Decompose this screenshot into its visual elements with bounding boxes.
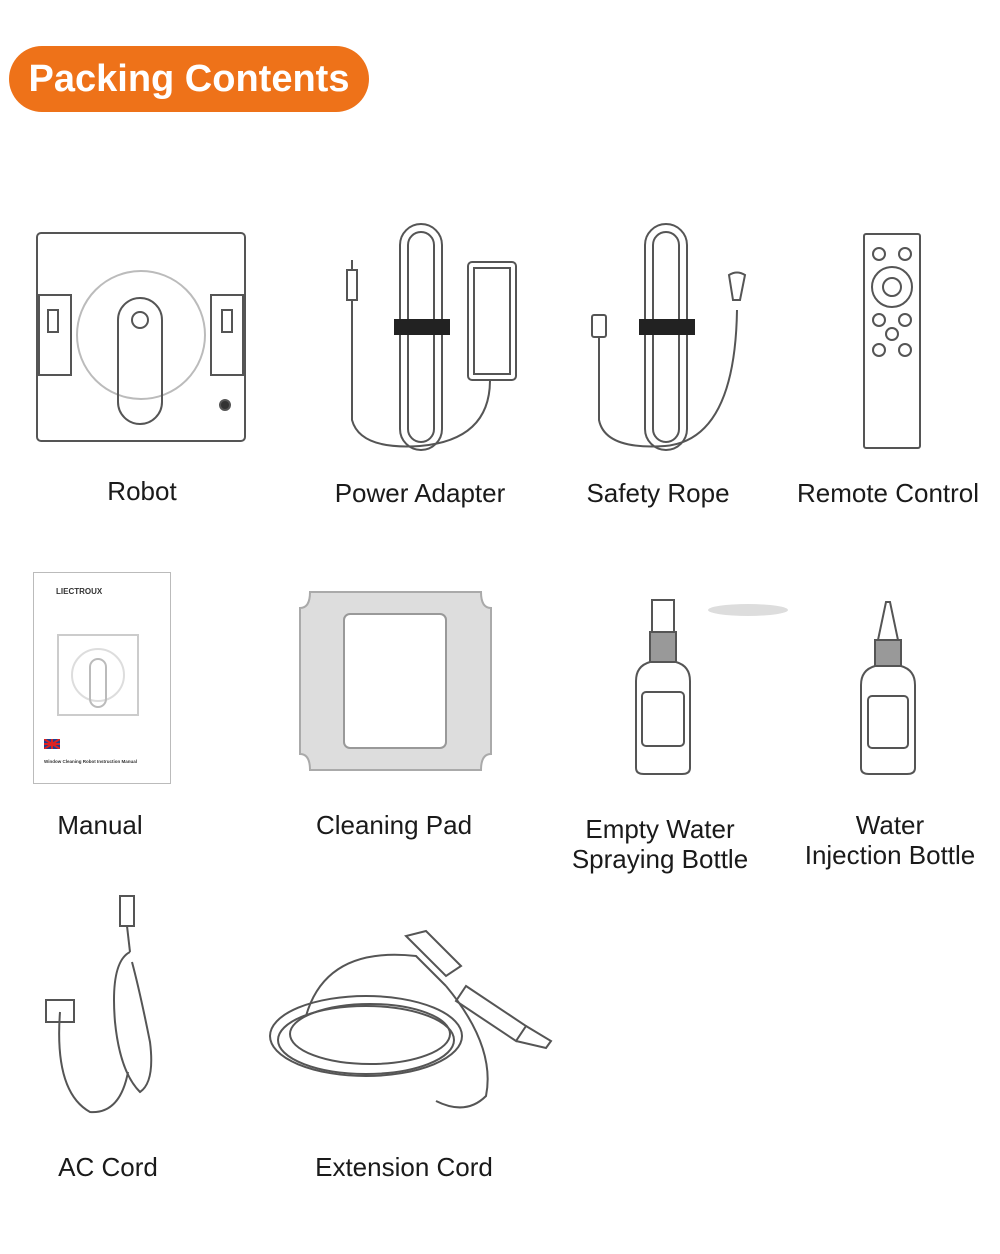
item-label-robot: Robot — [107, 476, 177, 506]
manual-title: Window Cleaning Robot Instruction Manual — [44, 759, 137, 764]
injection-bottle-icon — [860, 601, 916, 775]
item-label-ac-cord: AC Cord — [58, 1152, 158, 1182]
remote-control-icon — [863, 233, 921, 449]
item-label-manual: Manual — [57, 810, 143, 840]
item-label-safety-rope: Safety Rope — [586, 478, 730, 508]
manual-robot-image — [57, 634, 139, 716]
extension-cord-icon — [269, 929, 553, 1109]
page-title: Packing Contents — [9, 46, 369, 112]
spray-bottle-icon — [635, 599, 788, 775]
ac-cord-icon — [45, 895, 153, 1114]
robot-icon — [36, 232, 246, 442]
item-label-cleaning-pad: Cleaning Pad — [315, 810, 473, 840]
item-label-power-adapter: Power Adapter — [334, 478, 506, 508]
safety-rope-icon — [591, 223, 747, 451]
item-label-extension-cord: Extension Cord — [315, 1152, 493, 1182]
item-label-remote-control: Remote Control — [796, 478, 980, 508]
power-adapter-icon — [346, 223, 517, 451]
cleaning-pad-icon — [299, 591, 492, 771]
manual-icon: LIECTROUX Window Cleaning Robot Instruct… — [33, 572, 171, 784]
uk-flag-icon — [44, 739, 60, 749]
manual-brand-logo: LIECTROUX — [56, 587, 103, 596]
